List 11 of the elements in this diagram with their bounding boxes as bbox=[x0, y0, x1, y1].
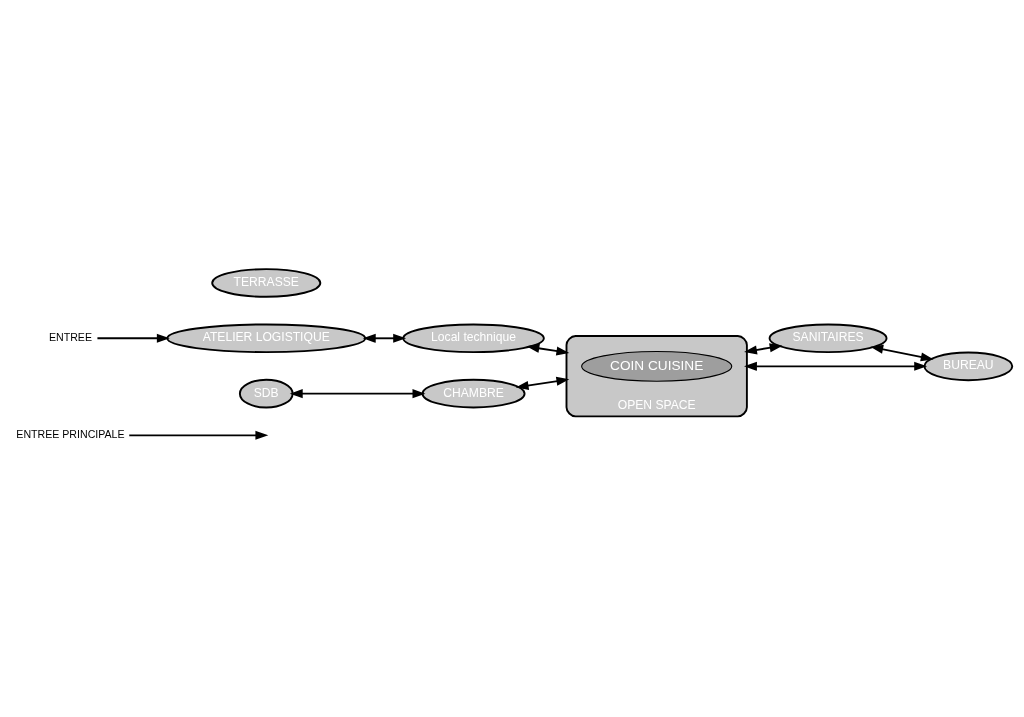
arrow bbox=[96, 333, 170, 343]
arrow bbox=[515, 376, 570, 390]
arrow bbox=[744, 361, 928, 371]
arrow bbox=[289, 388, 426, 398]
node-text: ENTREE PRINCIPALE bbox=[16, 427, 125, 440]
node-ellipse: COIN CUISINE bbox=[581, 350, 733, 382]
arrow bbox=[362, 333, 407, 343]
arrow bbox=[526, 343, 570, 355]
arrow bbox=[870, 344, 934, 361]
node-text: ENTREE bbox=[48, 330, 92, 343]
arrow bbox=[128, 430, 269, 440]
